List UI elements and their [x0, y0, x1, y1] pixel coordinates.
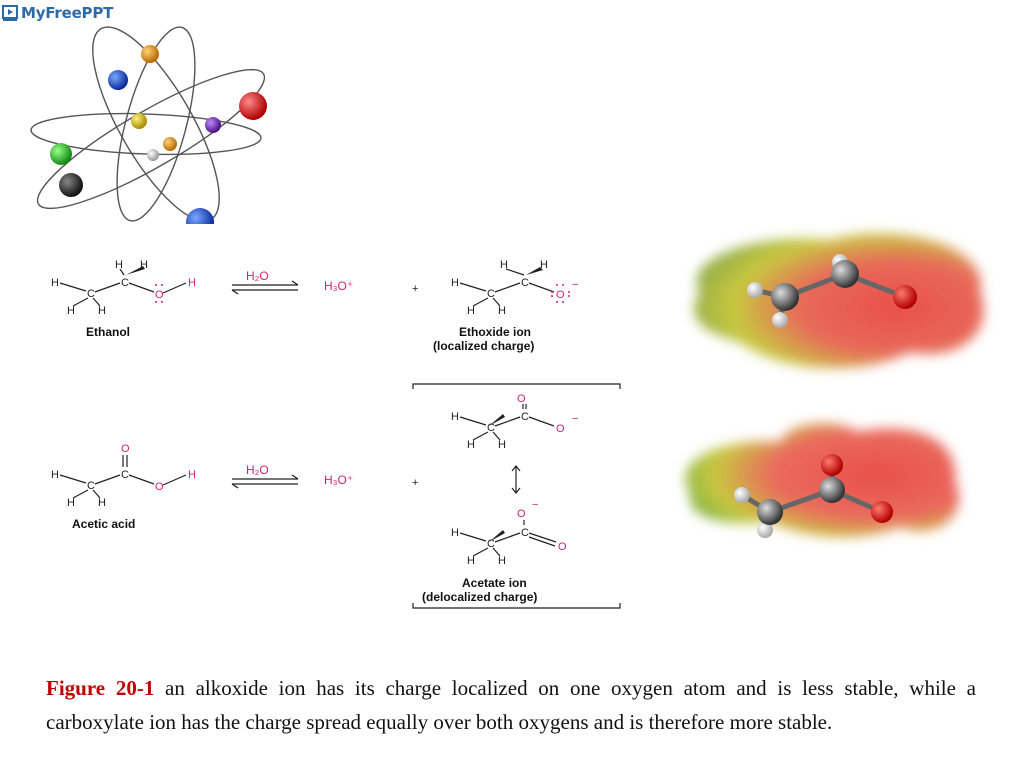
- acetate-resonance-1: O H C C O − H H: [451, 393, 578, 451]
- atom-label-hydrogen: H: [498, 305, 506, 317]
- electron-red: [239, 92, 267, 120]
- atom-label-carbon: C: [87, 480, 95, 492]
- atom-label-carbon: C: [521, 527, 529, 539]
- nucleus-orange: [163, 137, 177, 151]
- atom-label-carbon: C: [87, 288, 95, 300]
- atom-label-oxygen: O: [558, 541, 567, 553]
- atom-label-hydrogen: H: [67, 497, 75, 509]
- equilibrium-arrow-1: H₂O: [231, 269, 299, 295]
- atom-label-carbon: C: [487, 422, 495, 434]
- atom-label-carbon: C: [521, 411, 529, 423]
- atom-label-hydrogen: H: [188, 277, 196, 289]
- ethanol-label: Ethanol: [86, 325, 130, 339]
- plus-1: +: [412, 283, 418, 295]
- atom-label-charge: −: [572, 413, 578, 425]
- atom-illustration: [30, 26, 267, 224]
- brand-logo: MyFreePPT: [2, 2, 113, 24]
- acetic-acid-structure: O H C C O H H H Acetic acid: [51, 443, 196, 531]
- resonance-arrow: [511, 465, 521, 494]
- atom-label-hydrogen: H: [498, 439, 506, 451]
- resonance-bracket: [412, 383, 621, 609]
- electron-blue-2: [186, 208, 214, 224]
- atom-label-hydrogen: H: [467, 555, 475, 567]
- plus-2: +: [412, 477, 418, 489]
- atom-label-carbon: C: [121, 469, 129, 481]
- acetate-potential-map: [685, 423, 959, 538]
- acetate-resonance-2: O − H C C O H H Acetate ion (delocalized…: [422, 499, 567, 604]
- atom-label-hydrogen: H: [140, 259, 148, 271]
- atom-label-hydrogen: H: [451, 411, 459, 423]
- atom-label-oxygen: O: [155, 481, 164, 493]
- atom-label-hydrogen: H: [115, 259, 123, 271]
- atom-label-hydrogen: H: [540, 259, 548, 271]
- electron-purple: [205, 117, 221, 133]
- atom-label-carbon: C: [521, 277, 529, 289]
- hydronium-1: H₃O⁺: [324, 279, 353, 293]
- atom-label-hydrogen: H: [98, 305, 106, 317]
- figure-reference: Figure 20-1: [46, 676, 155, 700]
- atom-label-oxygen: O: [155, 289, 164, 301]
- atom-label-charge: −: [532, 499, 538, 511]
- ethoxide-note: (localized charge): [433, 339, 534, 353]
- atom-label-carbon: C: [487, 538, 495, 550]
- atom-label-charge: −: [572, 279, 578, 291]
- atom-label-hydrogen: H: [98, 497, 106, 509]
- atom-label-hydrogen: H: [500, 259, 508, 271]
- ethoxide-label: Ethoxide ion: [459, 325, 531, 339]
- ethanol-structure: H H H C C O H H H Ethanol: [51, 259, 196, 339]
- atom-label-oxygen: O: [556, 423, 565, 435]
- electrostatic-potential-maps: [685, 233, 984, 538]
- atom-label-oxygen: O: [517, 508, 526, 520]
- atom-label-oxygen: O: [517, 393, 526, 405]
- caption-text: an alkoxide ion has its charge localized…: [46, 676, 976, 734]
- atom-label-carbon: C: [487, 288, 495, 300]
- atom-label-oxygen: O: [121, 443, 130, 455]
- electron-orange: [141, 45, 159, 63]
- nucleus-yellow: [131, 113, 147, 129]
- figure-caption: Figure 20-1 an alkoxide ion has its char…: [46, 671, 976, 739]
- atom-label-hydrogen: H: [188, 469, 196, 481]
- nucleus-white: [147, 149, 159, 161]
- electron-green: [50, 143, 72, 165]
- electron-blue: [108, 70, 128, 90]
- ethoxide-structure: H H H C C O − H H Ethoxide ion (localize…: [433, 259, 578, 353]
- atom-label-hydrogen: H: [51, 469, 59, 481]
- atom-label-reagent: H₂O: [246, 463, 269, 477]
- brand-name: MyFreePPT: [21, 4, 114, 22]
- atom-label-hydrogen: H: [451, 527, 459, 539]
- hydronium-2: H₃O⁺: [324, 473, 353, 487]
- reaction-diagram: H H H C C O H H H Ethanol H₂O H₃O⁺ + H: [51, 259, 621, 609]
- atom-label-hydrogen: H: [67, 305, 75, 317]
- atom-label-hydrogen: H: [467, 439, 475, 451]
- atom-label-carbon: C: [121, 277, 129, 289]
- acetate-note: (delocalized charge): [422, 590, 537, 604]
- slide-icon: [2, 5, 18, 21]
- atom-label-oxygen: O: [556, 289, 565, 301]
- atom-label-hydrogen: H: [467, 305, 475, 317]
- electron-black: [59, 173, 83, 197]
- atom-label-hydrogen: H: [451, 277, 459, 289]
- ethoxide-potential-map: [694, 233, 984, 369]
- atom-label-reagent: H₂O: [246, 269, 269, 283]
- atom-label-hydrogen: H: [51, 277, 59, 289]
- equilibrium-arrow-2: H₂O: [231, 463, 299, 489]
- acetic-acid-label: Acetic acid: [72, 517, 135, 531]
- acetate-label: Acetate ion: [462, 576, 527, 590]
- atom-label-hydrogen: H: [498, 555, 506, 567]
